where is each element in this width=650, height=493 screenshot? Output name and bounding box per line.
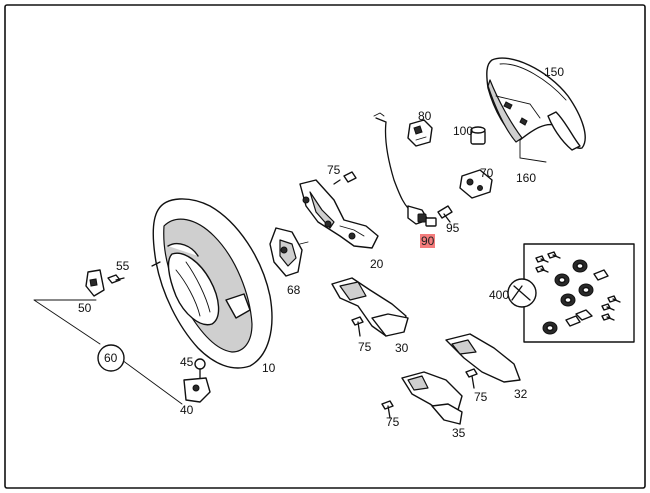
steering-wheel-10[interactable] — [151, 198, 273, 369]
label-40: 40 — [180, 403, 194, 417]
label-30: 30 — [395, 341, 409, 355]
leader-160 — [519, 139, 547, 163]
screw-75-right[interactable] — [465, 368, 478, 389]
label-10: 10 — [262, 361, 276, 375]
label-75-bottom: 75 — [386, 415, 400, 429]
label-75-top: 75 — [327, 163, 341, 177]
label-400: 400 — [489, 288, 509, 302]
label-68: 68 — [287, 283, 301, 297]
screw-75-mid[interactable] — [351, 316, 364, 337]
cover-35[interactable] — [401, 371, 463, 425]
bracket-70[interactable] — [459, 169, 493, 199]
wire-harness-90[interactable] — [373, 112, 437, 227]
label-50: 50 — [78, 301, 92, 315]
cap-100[interactable] — [470, 126, 486, 145]
switch-68[interactable] — [269, 227, 309, 277]
airbag-module[interactable] — [486, 57, 586, 151]
label-60: 60 — [104, 351, 118, 365]
kit-400-box[interactable] — [507, 243, 635, 343]
label-160: 160 — [516, 171, 536, 185]
label-80: 80 — [418, 109, 432, 123]
bracket-40[interactable] — [183, 377, 211, 403]
label-70: 70 — [480, 166, 494, 180]
label-45: 45 — [180, 355, 194, 369]
screw-75-bottom[interactable] — [381, 400, 394, 419]
label-75-mid: 75 — [358, 340, 372, 354]
cover-32[interactable] — [445, 333, 521, 383]
label-35: 35 — [452, 426, 466, 440]
diagram-frame — [4, 4, 646, 489]
label-150: 150 — [544, 65, 564, 79]
label-32: 32 — [514, 387, 528, 401]
label-100: 100 — [453, 124, 473, 138]
switch-carrier-20[interactable] — [299, 179, 379, 249]
label-20: 20 — [370, 257, 384, 271]
cover-30[interactable] — [331, 277, 409, 337]
switch-block-80[interactable] — [407, 119, 433, 147]
label-90[interactable]: 90 — [421, 234, 435, 248]
highlight-90 — [420, 234, 435, 248]
screw-45[interactable] — [194, 358, 206, 379]
callout-60 — [97, 344, 125, 372]
leader-60 — [33, 299, 183, 405]
label-75-right: 75 — [474, 390, 488, 404]
screw-55[interactable] — [107, 274, 125, 284]
screw-95[interactable] — [437, 205, 453, 223]
mount-50[interactable] — [85, 269, 105, 297]
label-55: 55 — [116, 259, 130, 273]
screw-75-top[interactable] — [333, 171, 357, 185]
label-95: 95 — [446, 221, 460, 235]
